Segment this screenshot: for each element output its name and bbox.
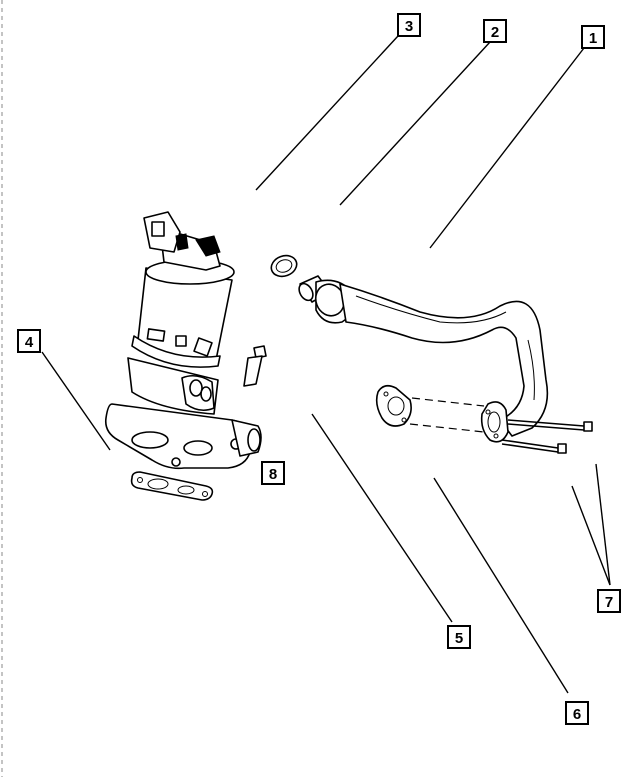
leader-line-3 xyxy=(255,35,399,191)
leader-line-5 xyxy=(311,413,453,623)
leader-line-4 xyxy=(41,351,111,451)
callout-2-label: 2 xyxy=(491,24,499,41)
callout-6-label: 6 xyxy=(573,706,581,723)
callout-7-label: 7 xyxy=(605,594,613,611)
alignment-line-lower xyxy=(409,423,485,433)
bolt-icon xyxy=(243,345,267,387)
egr-tube-icon xyxy=(298,275,549,443)
callout-8: 8 xyxy=(261,461,285,485)
leader-line-7a xyxy=(571,485,611,586)
egr-valve-icon xyxy=(104,211,262,470)
callout-3: 3 xyxy=(397,13,421,37)
callout-7: 7 xyxy=(597,589,621,613)
alignment-line-upper xyxy=(411,397,485,407)
callout-1: 1 xyxy=(581,25,605,49)
bolt-icon xyxy=(501,439,567,454)
callout-8-label: 8 xyxy=(269,466,277,483)
callout-2: 2 xyxy=(483,19,507,43)
leader-line-2 xyxy=(339,41,491,206)
callout-4-label: 4 xyxy=(25,334,34,351)
callout-5-label: 5 xyxy=(455,630,463,647)
callout-1-label: 1 xyxy=(589,30,597,47)
gasket-icon xyxy=(375,384,412,427)
callout-4: 4 xyxy=(17,329,41,353)
callout-5: 5 xyxy=(447,625,471,649)
callout-6: 6 xyxy=(565,701,589,725)
leader-line-1 xyxy=(429,47,585,249)
leader-line-6 xyxy=(433,477,569,694)
callout-3-label: 3 xyxy=(405,18,413,35)
leader-line-7b xyxy=(595,463,611,586)
gasket-icon xyxy=(130,471,214,501)
bolt-icon xyxy=(507,419,593,432)
o-ring-icon xyxy=(270,254,298,278)
